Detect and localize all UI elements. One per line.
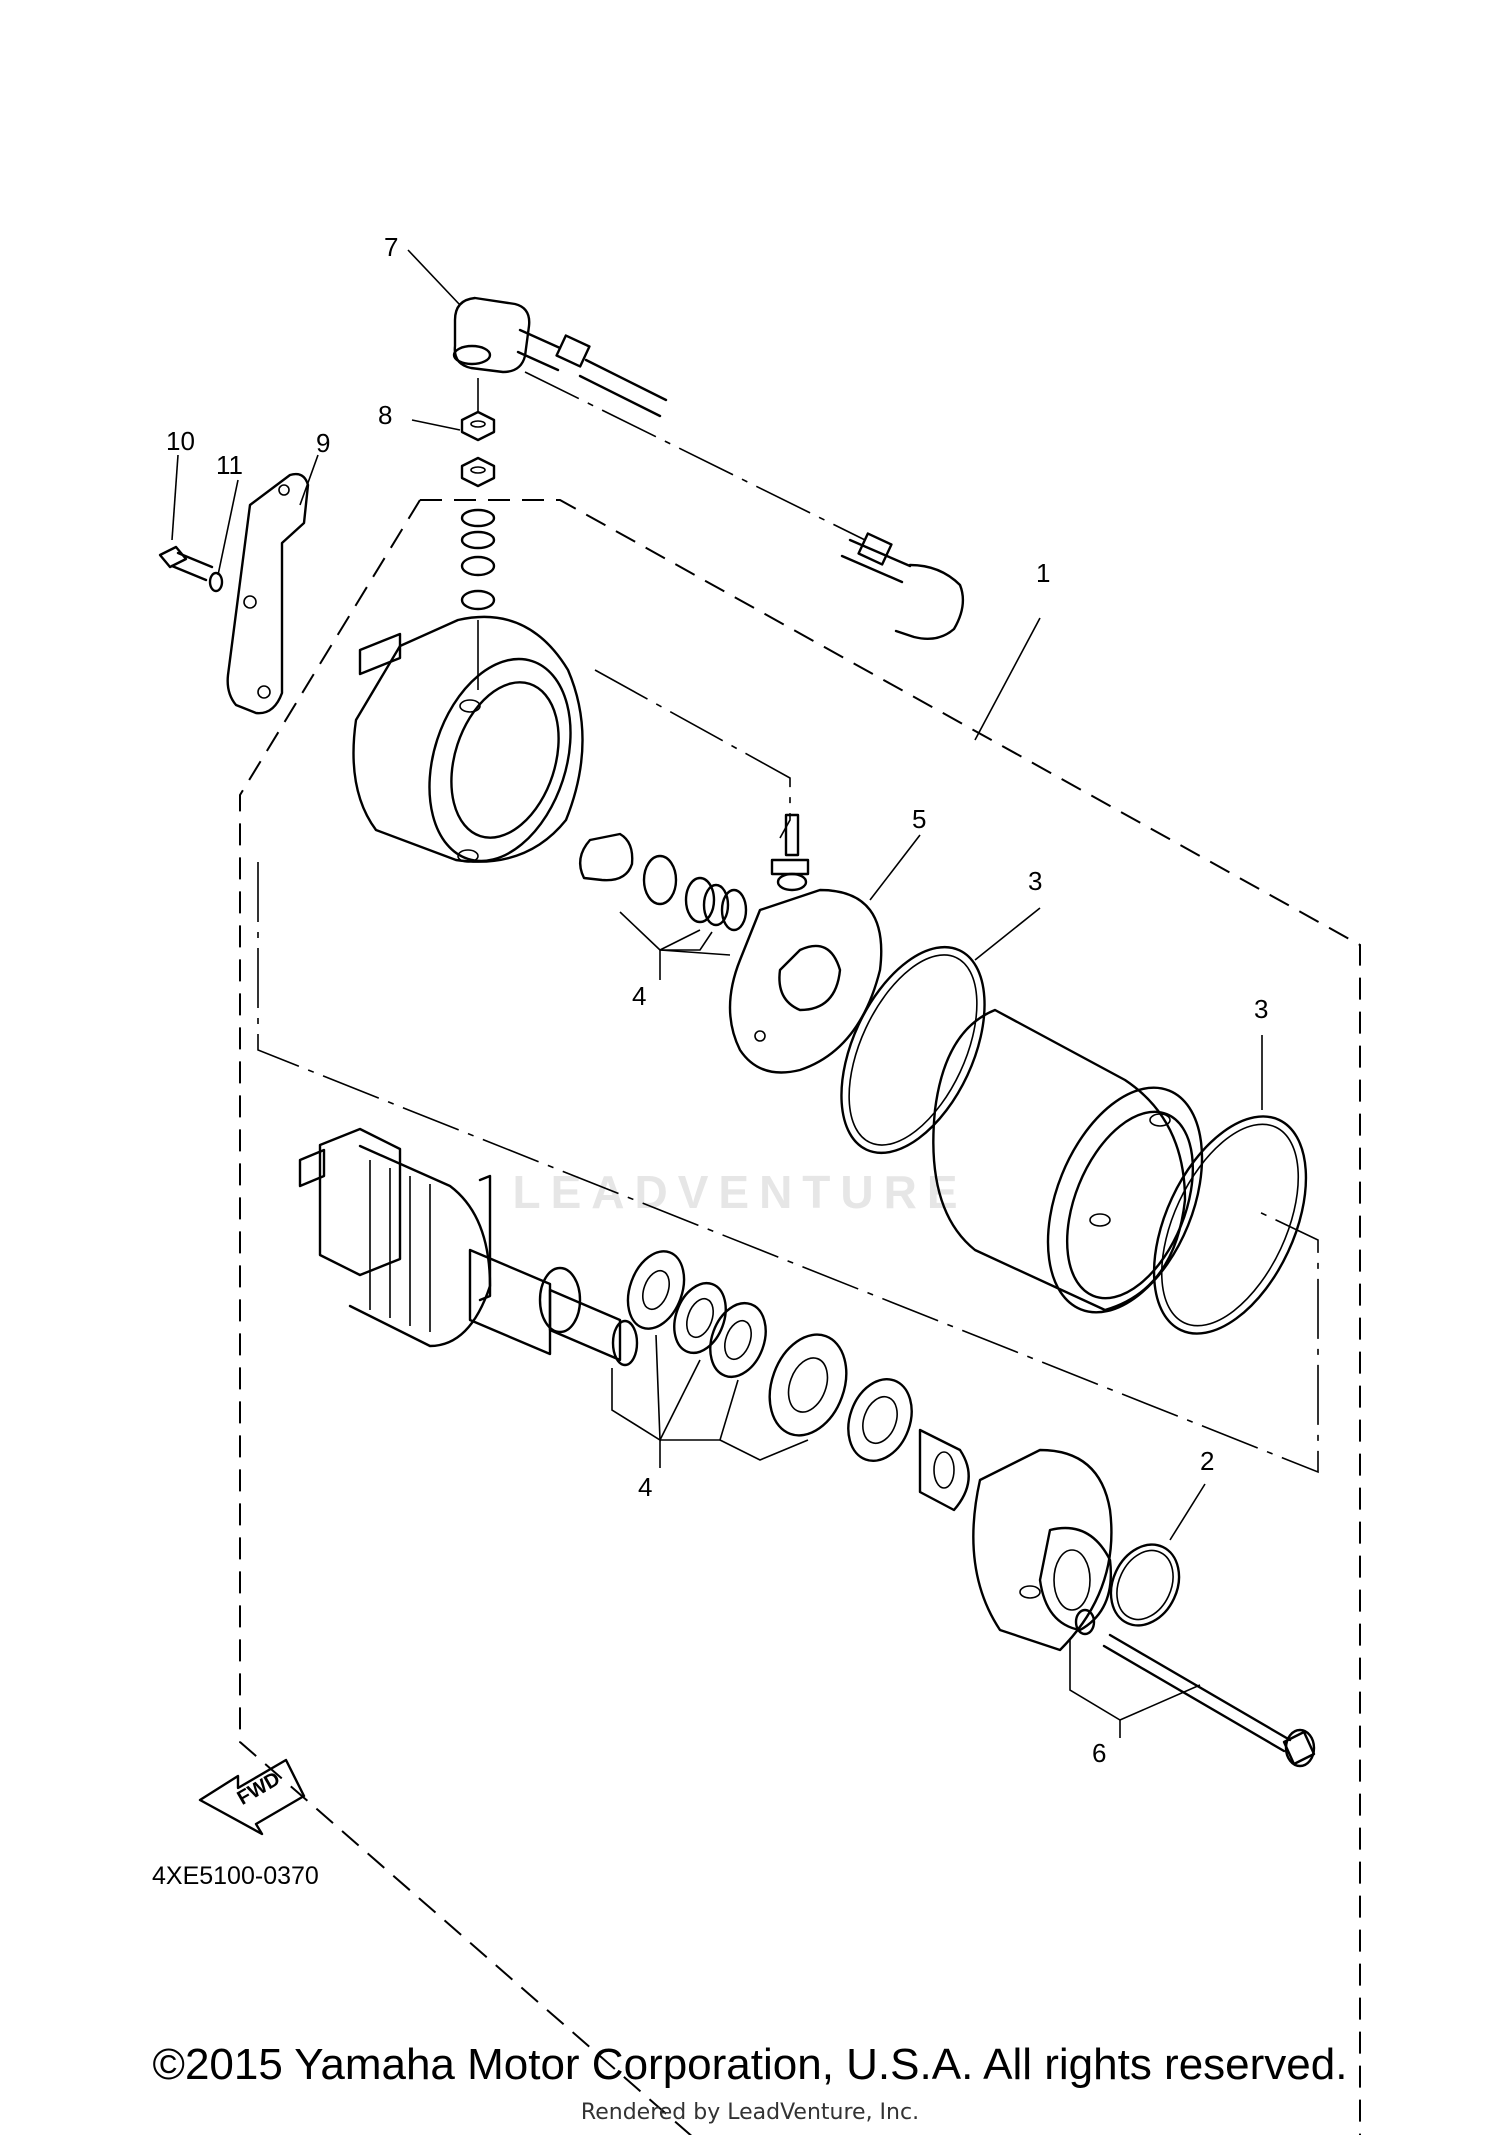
callout-4b: 4 [638,1472,652,1502]
leader-1 [974,617,1041,741]
leader-10 [171,454,179,541]
leader-5 [869,834,921,901]
mounting-bracket [158,472,310,715]
assembly-boundary-left [239,499,693,2135]
callout-9: 9 [316,428,330,458]
callout-4a: 4 [632,981,646,1011]
callout-3b: 3 [1254,994,1268,1024]
brush-parts [578,832,748,980]
nut-washer-stack [460,378,496,690]
fwd-label: FWD [234,1768,284,1810]
callout-8: 8 [378,400,392,430]
through-bolt [1069,1608,1316,1768]
diagram-reference-code: 4XE5100-0370 [152,1862,319,1890]
o-ring-right [1152,1115,1308,1335]
leader-7 [407,249,461,306]
leader-11 [217,479,239,576]
callout-6: 6 [1092,1738,1106,1768]
oil-seal-bearing [847,1378,970,1512]
lead-wire-cable [452,296,965,640]
brush-holder-plate [728,888,883,1074]
o-ring-left [840,945,986,1155]
callout-1: 1 [1036,558,1050,588]
callout-2: 2 [1200,1446,1214,1476]
motor-yoke [932,1008,1204,1314]
assembly-boundary [420,499,1361,2135]
o-ring-small [1109,1543,1181,1627]
front-cover-housing [352,615,584,863]
callout-10: 10 [166,426,195,456]
axis-line-wire [524,371,866,541]
leader-3a [974,907,1041,961]
axis-line-main [257,862,1319,1474]
leader-9 [299,454,319,506]
fwd-arrow-icon: FWD [198,1758,306,1836]
callout-5: 5 [912,804,926,834]
callout-7: 7 [384,232,398,262]
callout-11: 11 [216,450,243,480]
rendered-by-note: Rendered by LeadVenture, Inc. [580,2100,920,2125]
armature [298,1127,639,1367]
terminal-bolt [770,813,810,892]
copyright-notice: ©2015 Yamaha Motor Corporation, U.S.A. A… [152,2040,1348,2089]
callout-3a: 3 [1028,866,1042,896]
rear-bracket [972,1448,1113,1652]
leader-8 [411,419,461,431]
leader-2 [1169,1483,1206,1541]
watermark-text: LEADVENTURE [512,1166,968,1218]
axis-line-upper [594,669,791,839]
shim-washers [611,1250,848,1468]
